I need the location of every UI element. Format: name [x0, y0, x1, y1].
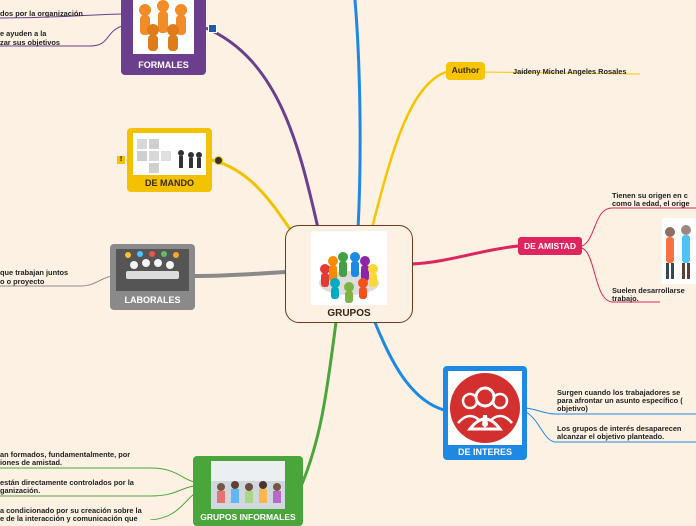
- link-de-mando: [211, 158, 294, 233]
- node-label-grupos-informales: GRUPOS INFORMALES: [200, 512, 296, 522]
- node-label-de-amistad: DE AMISTAD: [524, 241, 576, 251]
- node-author[interactable]: Author: [446, 62, 485, 80]
- node-de-interes[interactable]: DE INTERES: [443, 366, 527, 460]
- formales-indicator-icon: [208, 24, 217, 33]
- informales-leaf-3-line-2: e de la interacción y comunicación que: [0, 514, 138, 523]
- grupos-informales-image: [211, 461, 285, 509]
- laborales-leaf-line-1: que trabajan juntos: [0, 268, 69, 277]
- informales-leaf-2-line-2: ganización.: [0, 486, 41, 495]
- interes-leaf-1-line-2: para afrontar un asunto específico (: [557, 396, 683, 405]
- node-formales[interactable]: FORMALES: [121, 0, 206, 75]
- link-de-amistad: [411, 244, 519, 266]
- link-formales: [205, 26, 320, 229]
- node-laborales[interactable]: LABORALES: [110, 244, 195, 310]
- amistad-leaf-1-line-2: como la edad, el orige: [612, 199, 690, 208]
- node-label-formales: FORMALES: [138, 60, 189, 70]
- node-label-de-mando: DE MANDO: [145, 178, 194, 188]
- interes-leaf-2-line-2: alcanzar el objetivo planteado.: [557, 432, 665, 441]
- amistad-leaf-1-line-1: Tienen su origen en c: [612, 191, 688, 200]
- seated-group-photo: [211, 461, 285, 503]
- link-informales: [300, 321, 338, 485]
- informales-leaf-2-line-1: están directamente controlados por la: [0, 478, 134, 487]
- link-laborales: [193, 270, 287, 278]
- interes-leaf-1-line-3: objetivo): [557, 404, 588, 413]
- de-interes-image: [448, 371, 522, 445]
- link-top-blue: [353, 0, 362, 231]
- formales-image: [133, 0, 194, 54]
- puzzle-leader-illustration: [137, 139, 202, 173]
- node-label-laborales: LABORALES: [124, 295, 181, 305]
- node-label-de-interes: DE INTERES: [457, 447, 512, 457]
- link-de-interes: [372, 319, 445, 412]
- informales-leaf-3-line-1: a condicionado por su creación sobre la: [0, 506, 142, 515]
- de-mando-link-icon: [214, 156, 223, 165]
- meeting-table-illustration: [125, 251, 179, 279]
- team-circle-illustration: [319, 252, 379, 303]
- center-node-grupos[interactable]: GRUPOS: [285, 225, 413, 323]
- laborales-leaf-line-2: o o proyecto: [0, 277, 45, 286]
- informales-leaf-1-line-1: an formados, fundamentalmente, por: [0, 450, 131, 459]
- amistad-leaf-2-line-2: trabajo.: [612, 294, 639, 303]
- node-label-author: Author: [451, 65, 480, 75]
- laborales-image: [116, 249, 189, 291]
- orange-team-illustration: [139, 0, 187, 51]
- interes-leaf-2-line-1: Los grupos de interés desaparecen: [557, 424, 682, 433]
- de-mando-alert-icon: !: [117, 156, 125, 164]
- informales-leaf-1-line-2: iones de amistad.: [0, 458, 63, 467]
- de-amistad-image: [662, 218, 696, 284]
- author-name: Jaideny Michel Angeles Rosales: [513, 67, 627, 76]
- de-mando-image: [133, 133, 206, 175]
- formales-leaf-1: dos por la organización: [0, 9, 83, 18]
- interes-leaf-1-line-1: Surgen cuando los trabajadores se: [557, 388, 681, 397]
- center-title: GRUPOS: [327, 308, 371, 319]
- formales-leaf-2-line-1: e ayuden a la: [0, 29, 47, 38]
- grupos-image: [311, 231, 387, 305]
- formales-leaf-2-line-2: zar sus objetivos: [0, 38, 60, 47]
- node-de-mando[interactable]: DE MANDO: [127, 128, 212, 192]
- friends-illustration: [665, 225, 691, 279]
- node-grupos-informales[interactable]: GRUPOS INFORMALES: [193, 456, 303, 526]
- link-author: [370, 70, 447, 229]
- node-de-amistad[interactable]: DE AMISTAD: [518, 237, 582, 255]
- amistad-leaf-2-line-1: Suelen desarrollarse: [612, 286, 685, 295]
- users-group-icon: [450, 373, 520, 443]
